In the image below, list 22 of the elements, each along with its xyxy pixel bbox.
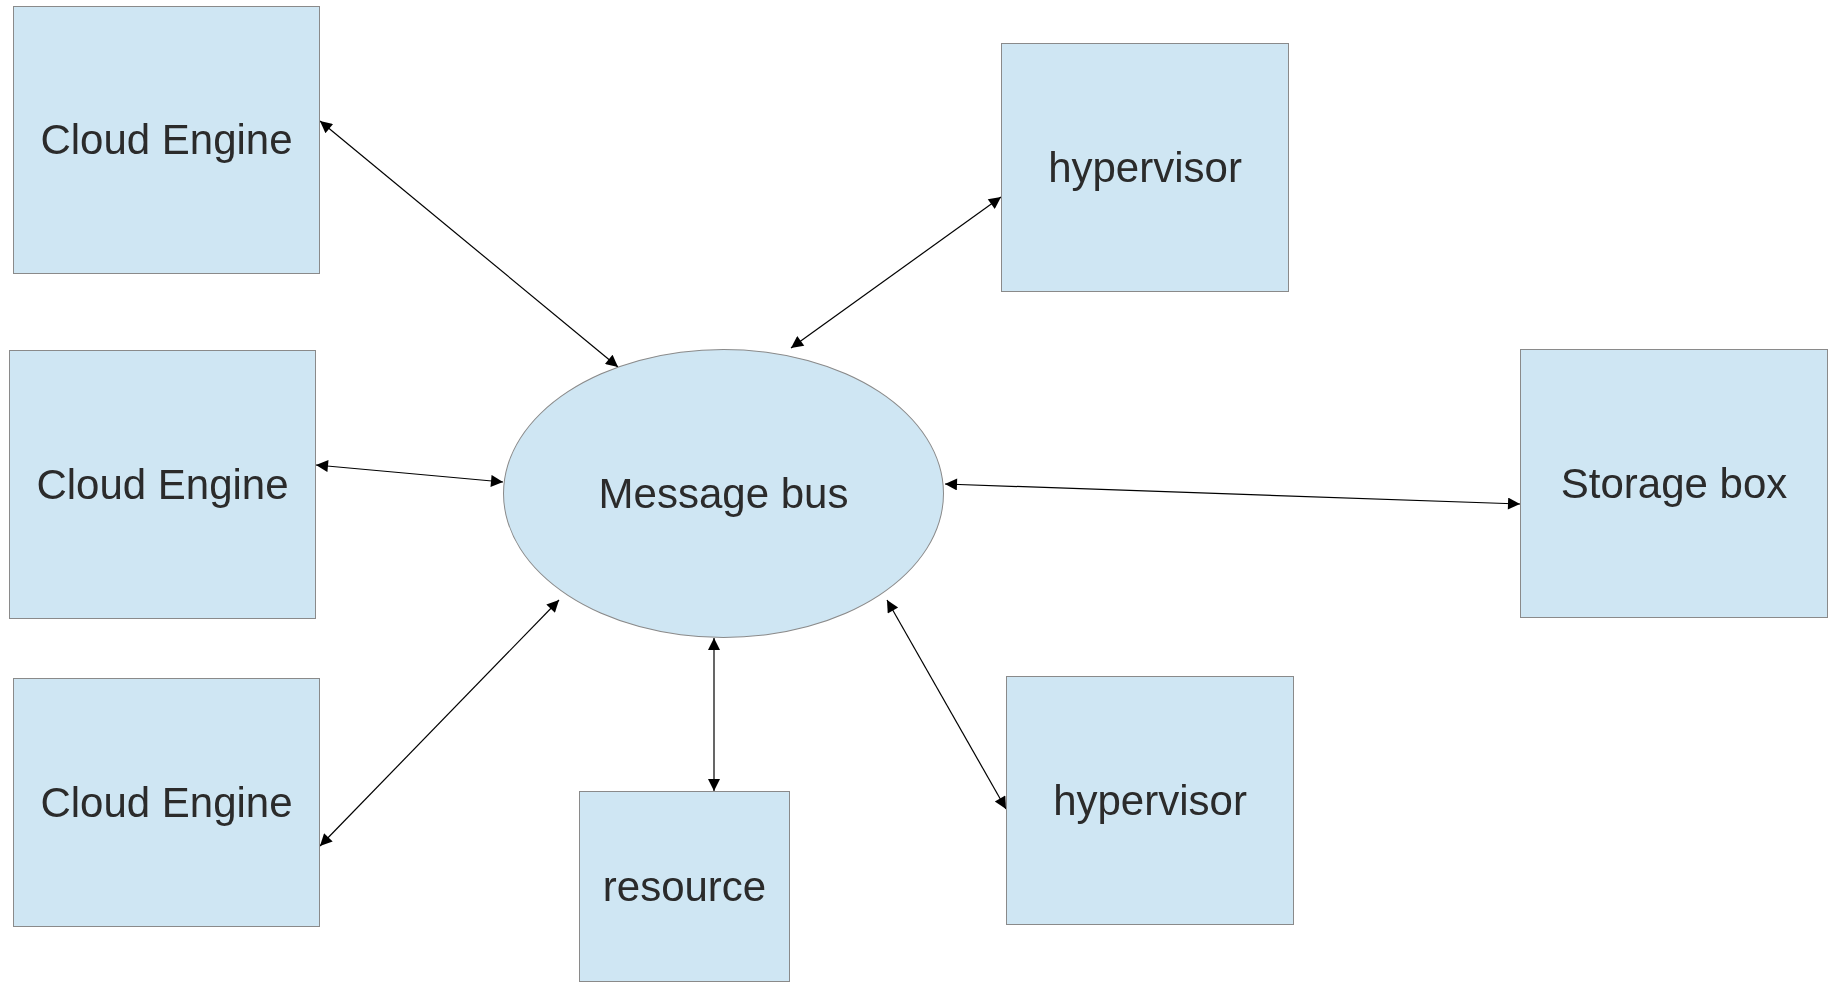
node-label: Cloud Engine bbox=[40, 778, 293, 827]
component-box bbox=[1006, 676, 1294, 925]
node-label: Cloud Engine bbox=[36, 460, 289, 509]
arrow bbox=[790, 196, 1002, 349]
arrow bbox=[315, 460, 504, 487]
arrow bbox=[708, 637, 720, 792]
arrow bbox=[319, 599, 560, 847]
arrow bbox=[886, 599, 1007, 810]
node-label: Message bus bbox=[598, 469, 849, 518]
component-box bbox=[13, 6, 320, 274]
component-box bbox=[9, 350, 316, 619]
component-box bbox=[579, 791, 790, 982]
component-box bbox=[1001, 43, 1289, 292]
arrow bbox=[944, 478, 1521, 510]
component-box bbox=[1520, 349, 1828, 618]
arrow bbox=[319, 120, 619, 368]
node-label: Storage box bbox=[1560, 459, 1788, 508]
node-label: Cloud Engine bbox=[40, 116, 293, 164]
node-label: resource bbox=[602, 862, 767, 911]
component-box bbox=[13, 678, 320, 927]
node-label: hypervisor bbox=[1048, 143, 1242, 192]
node-label: hypervisor bbox=[1053, 776, 1247, 825]
